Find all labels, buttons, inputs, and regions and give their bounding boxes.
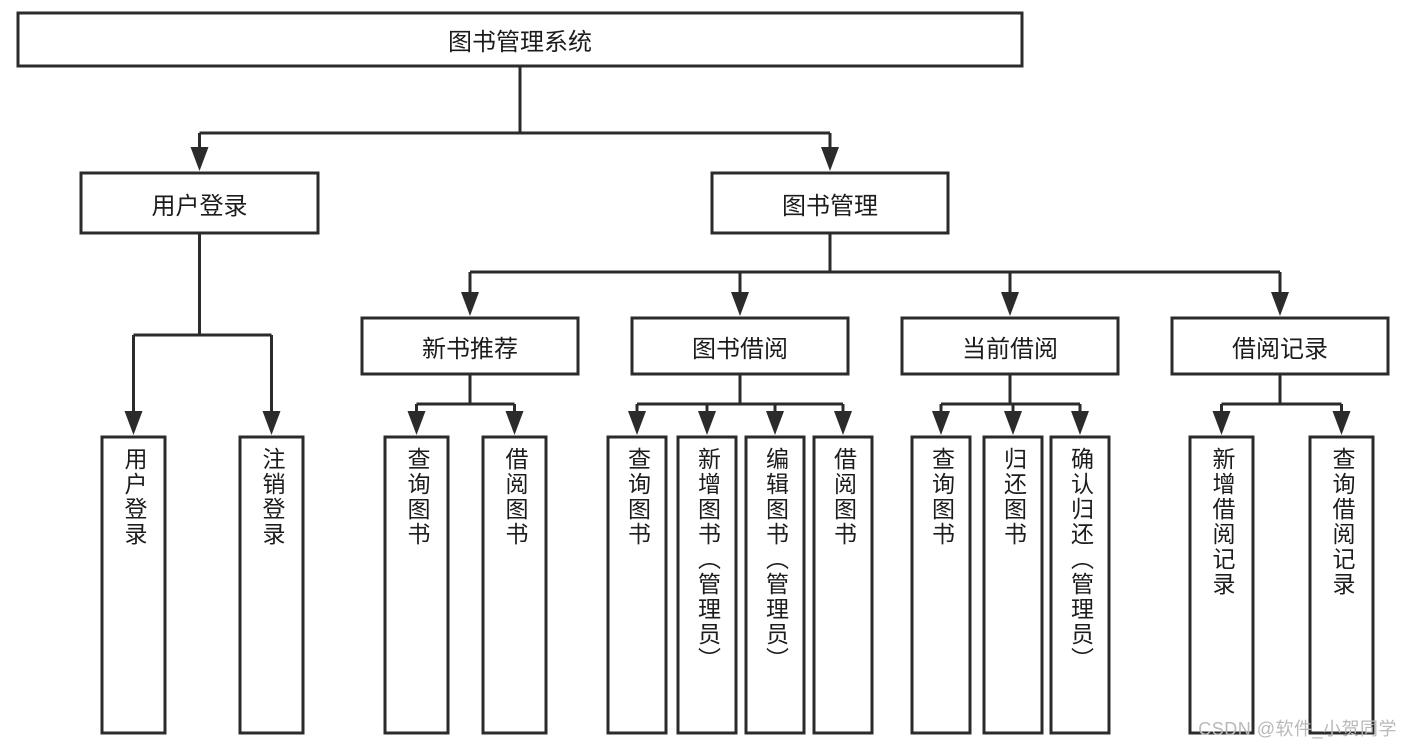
arrowhead-l2-3 bbox=[1271, 292, 1289, 316]
node-book-manage[interactable] bbox=[710, 171, 950, 235]
node-leaf-user-login[interactable] bbox=[100, 435, 167, 735]
node-book-borrow[interactable] bbox=[630, 316, 850, 376]
node-leaf-query-book-2[interactable] bbox=[606, 435, 668, 735]
node-leaf-add-book[interactable] bbox=[676, 435, 738, 735]
arrowhead-book-borrow-3 bbox=[834, 411, 852, 435]
node-leaf-borrow-book-2[interactable] bbox=[812, 435, 874, 735]
connectors-layer bbox=[124, 66, 1351, 435]
arrowhead-root-1 bbox=[821, 147, 839, 171]
arrowhead-current-borrow-0 bbox=[932, 411, 950, 435]
node-borrow-record[interactable] bbox=[1170, 316, 1390, 376]
watermark-text: CSDN @软件_小贺同学 bbox=[1198, 719, 1397, 739]
arrowhead-book-borrow-2 bbox=[766, 411, 784, 435]
arrowhead-borrow-record-0 bbox=[1212, 411, 1231, 435]
node-new-book-recommend[interactable] bbox=[360, 316, 580, 376]
arrowhead-l2-2 bbox=[1001, 292, 1019, 316]
arrowhead-book-borrow-1 bbox=[698, 411, 716, 435]
arrowhead-user-login-0 bbox=[124, 411, 143, 435]
arrowhead-l2-0 bbox=[461, 292, 479, 316]
node-leaf-add-record[interactable] bbox=[1188, 435, 1255, 735]
node-leaf-return-book[interactable] bbox=[982, 435, 1044, 735]
arrowhead-new-book-recommend-1 bbox=[505, 411, 524, 435]
arrowhead-borrow-record-1 bbox=[1332, 411, 1351, 435]
arrowhead-l2-1 bbox=[731, 292, 749, 316]
node-leaf-query-book-3[interactable] bbox=[910, 435, 972, 735]
node-leaf-borrow-book-1[interactable] bbox=[481, 435, 548, 735]
arrowhead-root-0 bbox=[190, 147, 209, 171]
arrowhead-new-book-recommend-0 bbox=[407, 411, 426, 435]
node-leaf-user-logout[interactable] bbox=[238, 435, 305, 735]
node-root[interactable] bbox=[16, 11, 1024, 68]
node-leaf-confirm-return[interactable] bbox=[1049, 435, 1111, 735]
arrowhead-user-login-1 bbox=[262, 411, 281, 435]
node-user-login[interactable] bbox=[79, 171, 320, 235]
arrowhead-current-borrow-2 bbox=[1071, 411, 1089, 435]
node-leaf-edit-book[interactable] bbox=[744, 435, 806, 735]
node-leaf-query-book-1[interactable] bbox=[383, 435, 450, 735]
node-leaf-query-record[interactable] bbox=[1308, 435, 1375, 735]
node-current-borrow[interactable] bbox=[900, 316, 1120, 376]
arrowhead-current-borrow-1 bbox=[1004, 411, 1022, 435]
arrowhead-book-borrow-0 bbox=[628, 411, 646, 435]
boxes-layer bbox=[16, 11, 1390, 735]
